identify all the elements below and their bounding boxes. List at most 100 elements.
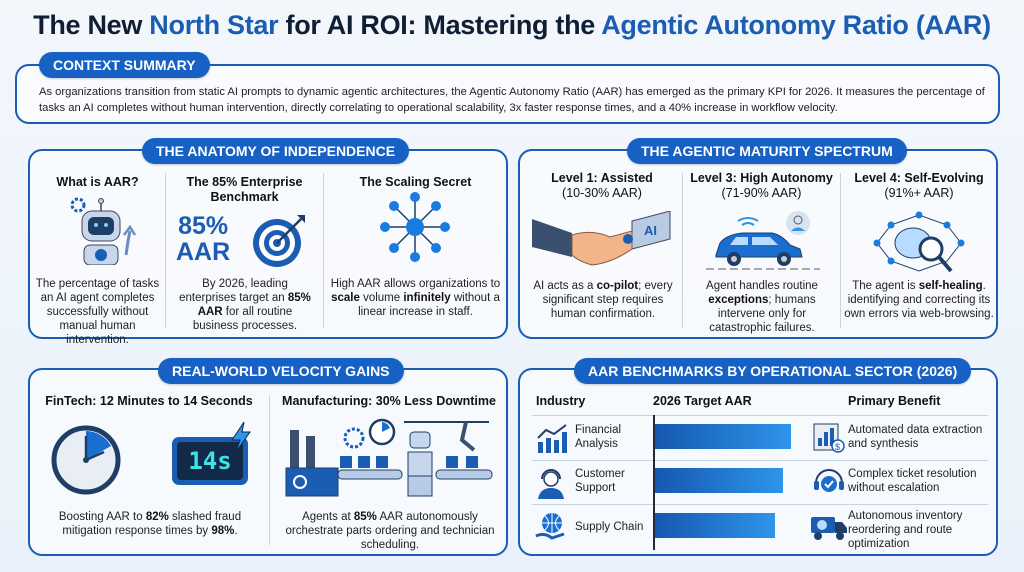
benchmarks-panel: AAR BENCHMARKS BY OPERATIONAL SECTOR (20… (518, 358, 998, 556)
level-description: AI acts as a co-pilot; every significant… (528, 279, 678, 321)
axis-line (653, 415, 655, 550)
divider (682, 173, 683, 328)
anatomy-panel: THE ANATOMY OF INDEPENDENCE What is AAR?… (28, 138, 508, 346)
anatomy-col-benchmark: The 85% Enterprise Benchmark 85%AAR By 2… (166, 175, 323, 332)
factory-robot-icon (285, 418, 493, 497)
col-description: High AAR allows organizations to scale v… (328, 277, 503, 319)
text-bold: 82% (145, 511, 169, 523)
title-highlight: Agentic Autonomy Ratio (AAR) (601, 10, 991, 40)
anatomy-col-what-is-aar: What is AAR? The percentage of tasks an … (30, 175, 165, 346)
autonomous-car-icon (706, 211, 820, 270)
text: The agent is (852, 280, 919, 292)
level-range: (10-30% AAR) (562, 186, 642, 200)
col-title: The 85% Enterprise Benchmark (186, 175, 303, 204)
lightning-icon (231, 422, 251, 452)
maturity-col-level3: Level 3: High Autonomy (71-90% AAR) Agen… (683, 171, 840, 334)
growth-chart-icon (537, 424, 567, 453)
finance-report-icon: $ (813, 423, 845, 453)
col-title: The Scaling Secret (359, 175, 472, 189)
target-aar-bar (655, 513, 775, 538)
title-text: The New (33, 10, 150, 40)
text: High AAR allows organizations to (330, 278, 501, 290)
maturity-panel: THE AGENTIC MATURITY SPECTRUM Level 1: A… (518, 138, 998, 339)
case-title: Manufacturing: 30% Less Downtime (282, 394, 496, 408)
globe-hand-icon (535, 513, 565, 540)
level-description: The agent is self-healing. identifying a… (843, 279, 995, 321)
text: AAR autonomously orchestrate parts order… (285, 511, 495, 551)
text-bold: infinitely (403, 292, 451, 304)
context-summary-panel: CONTEXT SUMMARY As organizations transit… (15, 52, 1000, 124)
clock-icon (51, 425, 121, 495)
text-bold: scale (331, 292, 360, 304)
text: for all routine business processes. (192, 306, 298, 332)
maturity-col-level4: Level 4: Self-Evolving (91%+ AAR) The ag… (841, 171, 997, 320)
text-bold: 85% (353, 511, 377, 523)
text: ; every significant step requires human … (542, 280, 673, 320)
section-label: THE ANATOMY OF INDEPENDENCE (142, 138, 410, 164)
col-description: The percentage of tasks an AI agent comp… (35, 278, 160, 346)
divider (269, 395, 270, 545)
ai-label: AI (644, 223, 657, 238)
text: Agents at (302, 511, 354, 523)
divider (532, 415, 988, 416)
divider (532, 460, 988, 461)
anatomy-col-scaling: The Scaling Secret High AAR allows organ… (324, 175, 507, 318)
industry-label: Financial Analysis (575, 424, 622, 450)
target-aar-bar (655, 424, 791, 449)
benefit-text: Automated data extraction and synthesis (848, 424, 983, 450)
case-description: Boosting AAR to 82% slashed fraud mitiga… (45, 510, 255, 538)
text: Boosting AAR to (58, 511, 146, 523)
text-bold: co-pilot (596, 280, 639, 292)
robot-icon (70, 197, 137, 265)
text: . (234, 525, 238, 537)
section-label: AAR BENCHMARKS BY OPERATIONAL SECTOR (20… (574, 358, 972, 384)
column-header-industry: Industry (536, 394, 586, 408)
benefit-text: Complex ticket resolution without escala… (848, 468, 977, 494)
text-bold: exceptions (708, 294, 769, 306)
divider (323, 173, 324, 328)
svg-text:$: $ (835, 442, 840, 452)
handshake-icon: AI (532, 211, 671, 266)
velocity-col-fintech: FinTech: 12 Minutes to 14 Seconds 14s Bo… (30, 394, 268, 537)
text-bold: 85% AAR (197, 292, 311, 318)
title-highlight: North Star (149, 10, 279, 40)
target-icon (253, 215, 305, 267)
col-description: By 2026, leading enterprises target an 8… (174, 277, 316, 333)
text: . identifying and correcting its own err… (844, 280, 994, 320)
title-text: for AI ROI: Mastering the (278, 10, 602, 40)
level-title: Level 3: High Autonomy (690, 171, 833, 185)
level-range: (71-90% AAR) (721, 186, 802, 200)
column-header-benefit: Primary Benefit (848, 394, 941, 408)
text: By 2026, leading enterprises target an (179, 278, 288, 304)
text-bold: self-healing (918, 280, 983, 292)
benchmark-percent: 85% (178, 212, 229, 240)
timer-display: 14s (172, 437, 248, 485)
velocity-col-manufacturing: Manufacturing: 30% Less Downtime Agents … (270, 394, 508, 551)
delivery-truck-icon (811, 517, 847, 540)
target-aar-bar (655, 468, 783, 493)
timer-value: 14s (177, 442, 243, 480)
case-description: Agents at 85% AAR autonomously orchestra… (276, 510, 504, 552)
divider (840, 173, 841, 328)
benchmark-label: AAR (176, 238, 231, 266)
brain-search-icon (873, 211, 965, 273)
text: AI acts as a (533, 280, 597, 292)
benefit-text: Autonomous inventory reordering and rout… (848, 510, 963, 550)
text: volume (359, 292, 404, 304)
network-hub-icon (380, 192, 450, 262)
page-title: The New North Star for AI ROI: Mastering… (0, 10, 1024, 41)
level-range: (91%+ AAR) (884, 186, 954, 200)
industry-label: Supply Chain (575, 521, 644, 533)
headset-check-icon (814, 469, 844, 492)
column-header-target: 2026 Target AAR (653, 394, 752, 408)
col-title: What is AAR? (56, 175, 139, 189)
section-label: CONTEXT SUMMARY (39, 52, 210, 78)
divider (165, 173, 166, 328)
section-label: THE AGENTIC MATURITY SPECTRUM (627, 138, 907, 164)
maturity-col-level1: Level 1: Assisted (10-30% AAR) AI AI act… (522, 171, 682, 320)
context-summary-text: As organizations transition from static … (39, 86, 985, 114)
text: ; humans intervene only for catastrophic… (709, 294, 816, 334)
level-title: Level 1: Assisted (551, 171, 653, 185)
divider (532, 504, 988, 505)
level-title: Level 4: Self-Evolving (854, 171, 984, 185)
